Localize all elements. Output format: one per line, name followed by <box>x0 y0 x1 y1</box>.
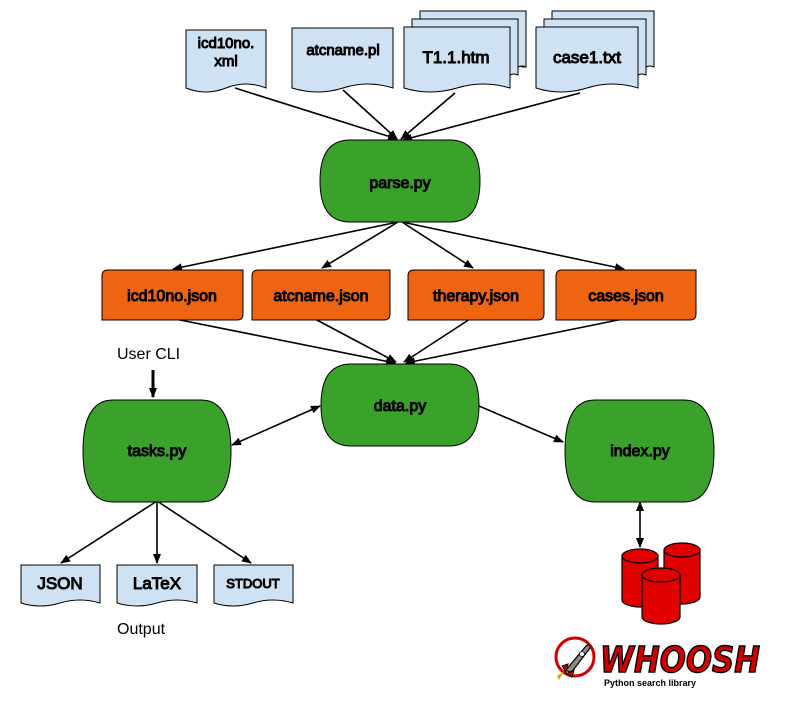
arrow-tasks-data-bidirectional <box>231 405 321 446</box>
arrow-parse-to-atcname-json <box>321 221 399 269</box>
arrow-parse-to-cases-json <box>401 221 625 272</box>
doc-icd10no-xml: icd10no. xml <box>185 29 267 93</box>
arrow-parse-to-therapy-json <box>401 221 474 269</box>
arrow-icd10no-json-to-data <box>174 318 396 366</box>
output-latex-label: LaTeX <box>133 574 181 593</box>
output-label: Output <box>117 621 166 638</box>
process-tasks-label: tasks.py <box>128 443 187 460</box>
process-index-label: index.py <box>610 443 670 460</box>
whoosh-logo: WHOOSH Python search library <box>554 636 761 688</box>
doc-icd10no-xml-label-2: xml <box>214 53 237 70</box>
json-cases-label: cases.json <box>588 288 664 305</box>
json-cases: cases.json <box>555 269 697 321</box>
process-parse: parse.py <box>319 139 481 223</box>
arrow-case1-to-parse <box>402 92 581 142</box>
arrow-atcname-pl-to-parse <box>342 89 398 140</box>
output-stdout-label: STDOUT <box>226 576 280 591</box>
doc-t11-htm: T1.1.htm <box>403 10 527 93</box>
json-atcname-label: atcname.json <box>273 288 368 305</box>
database-cylinders-icon <box>621 542 701 625</box>
arrow-tasks-to-json-output <box>60 500 158 564</box>
whoosh-title: WHOOSH <box>600 640 760 681</box>
whoosh-subtitle: Python search library <box>604 678 696 688</box>
rocket-icon <box>554 636 596 680</box>
arrow-therapy-json-to-data <box>403 318 471 363</box>
doc-icd10no-xml-label-1: icd10no. <box>198 35 255 52</box>
output-docs: JSON LaTeX STDOUT <box>20 564 294 607</box>
arrow-t11-to-parse <box>400 92 456 140</box>
user-cli-label: User CLI <box>117 346 180 363</box>
arrow-tasks-to-stdout-output <box>156 500 252 564</box>
arrow-atcname-json-to-data <box>314 318 397 363</box>
doc-atcname-pl: atcname.pl <box>291 27 394 93</box>
arrow-data-to-index <box>478 405 564 443</box>
process-data-label: data.py <box>374 398 426 415</box>
doc-t11-htm-label: T1.1.htm <box>422 48 489 67</box>
process-tasks: tasks.py <box>82 399 232 503</box>
arrow-cases-json-to-data <box>405 318 624 366</box>
process-index: index.py <box>564 399 715 503</box>
json-therapy: therapy.json <box>407 269 545 321</box>
processes: parse.py data.py tasks.py index.py <box>82 139 715 503</box>
json-files: icd10no.json atcname.json therapy.json c… <box>101 269 697 321</box>
arrow-parse-to-icd10no-json <box>172 221 399 272</box>
doc-case1-txt-label: case1.txt <box>553 48 621 67</box>
output-latex: LaTeX <box>116 564 198 607</box>
json-icd10no: icd10no.json <box>101 269 244 321</box>
arrow-icd10no-xml-to-parse <box>234 87 398 141</box>
db-cylinder-front <box>641 567 681 625</box>
doc-case1-txt: case1.txt <box>535 10 655 93</box>
input-docs: icd10no. xml atcname.pl T1.1.htm case1.t… <box>185 10 655 93</box>
json-atcname: atcname.json <box>251 269 391 321</box>
json-icd10no-label: icd10no.json <box>127 288 217 305</box>
output-json: JSON <box>20 564 101 607</box>
process-data: data.py <box>320 363 480 447</box>
process-parse-label: parse.py <box>369 175 430 192</box>
output-json-label: JSON <box>37 574 82 593</box>
output-stdout: STDOUT <box>213 564 294 607</box>
doc-atcname-pl-label: atcname.pl <box>306 42 379 59</box>
json-therapy-label: therapy.json <box>433 288 519 305</box>
arrows <box>60 87 644 564</box>
